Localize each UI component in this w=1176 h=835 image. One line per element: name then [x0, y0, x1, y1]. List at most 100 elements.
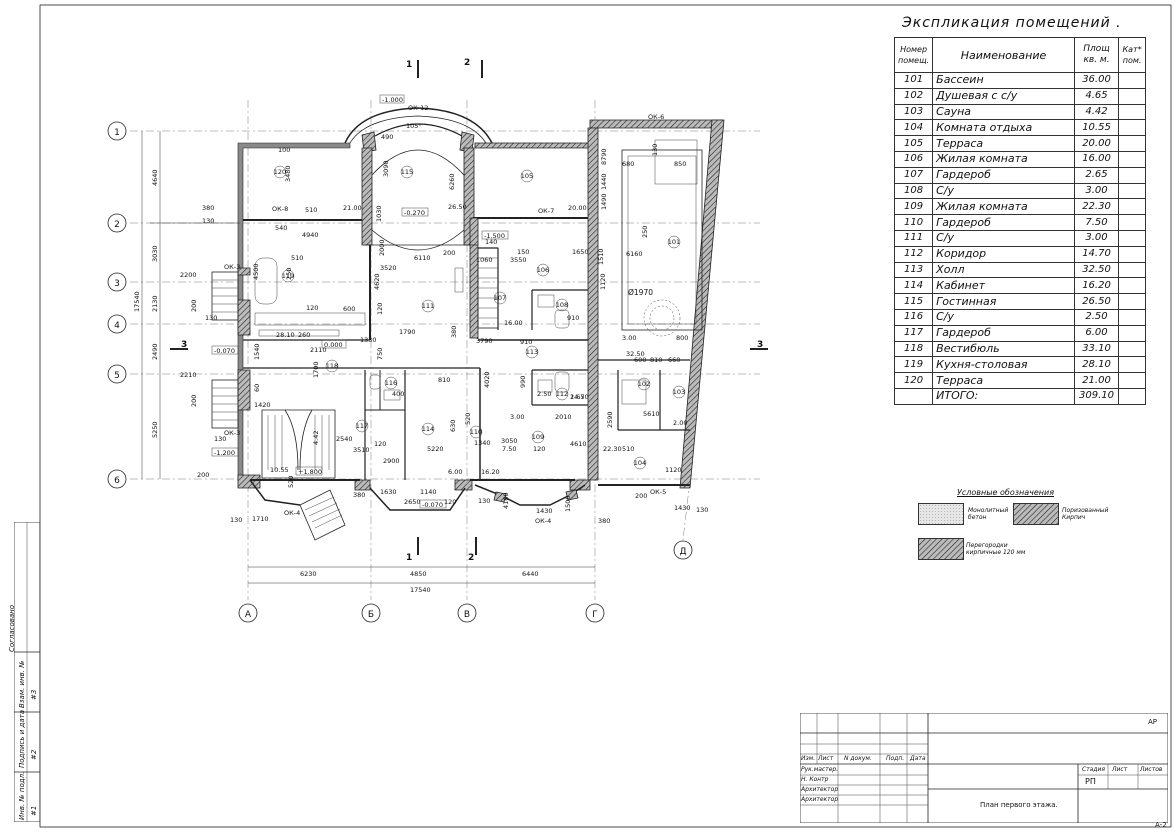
- dim-text: 540: [275, 224, 287, 232]
- window-label: ОК-7: [538, 207, 554, 215]
- dim-text: 520: [464, 413, 472, 425]
- dim-text: 6260: [448, 173, 456, 190]
- room-area: 3.00: [1073, 229, 1120, 247]
- dim-label: 5250: [151, 421, 159, 438]
- column-axis-label: Д: [679, 547, 686, 557]
- dim-text: 510: [291, 254, 303, 262]
- fixtures: [369, 267, 647, 405]
- dim-text: 3.00: [510, 413, 524, 421]
- room-area: 4.42: [1073, 103, 1120, 121]
- room-area: 2.50: [1073, 308, 1120, 326]
- room-tag: 107: [493, 291, 507, 305]
- row-axis-marker: 3: [107, 272, 127, 292]
- room-number: 116: [385, 379, 397, 387]
- row-axis-markers: 1 2 3 4 5 6: [107, 121, 127, 489]
- room-cat: [1118, 261, 1146, 279]
- dim-text: 1060: [476, 256, 493, 264]
- dim-text: 200: [443, 249, 455, 257]
- row-axis-marker: 2: [107, 213, 127, 233]
- window-label: ОК-3: [224, 429, 240, 437]
- room-area: 28.10: [1073, 356, 1120, 374]
- room-cat: [1118, 119, 1146, 137]
- header-cat: Кат* пом.: [1118, 37, 1146, 73]
- dim-text: 1650: [572, 248, 589, 256]
- room-number: 119: [282, 272, 294, 280]
- room-num: 111: [893, 229, 934, 247]
- dim-text: 4160: [502, 492, 510, 509]
- window-label: ОК-8: [272, 205, 288, 213]
- room-name: Коридор: [932, 245, 1075, 263]
- dim-text: 8790: [600, 148, 608, 165]
- legend-label: Перегородки кирпичные 120 мм: [966, 542, 1026, 556]
- room-area: 14.70: [1073, 245, 1120, 263]
- room-number: 101: [668, 238, 680, 246]
- room-name: Жилая комната: [932, 198, 1075, 216]
- dim-text: 1790: [399, 328, 416, 336]
- level-mark: -1.000: [382, 96, 403, 104]
- room-num: 110: [893, 214, 934, 231]
- dim-text: 490: [381, 133, 393, 141]
- sidebar-mark: #2: [30, 749, 38, 760]
- room-area: 6.00: [1073, 324, 1120, 342]
- room-number: 104: [634, 459, 646, 467]
- dim-text: 4940: [302, 231, 319, 239]
- dim-text: 150: [517, 248, 529, 256]
- room-num: 102: [893, 87, 934, 105]
- sidebar-mark: #1: [30, 805, 38, 816]
- column-axis-marker: В: [457, 603, 477, 623]
- level-mark: -0.070: [214, 347, 235, 355]
- dim-text: 1330: [360, 336, 377, 344]
- dim-text: 990: [519, 376, 527, 388]
- sheet-label: Лист: [1112, 766, 1128, 773]
- room-num: 119: [893, 356, 934, 374]
- dim-text: 32.50: [626, 350, 645, 358]
- row-axis-marker: 1: [107, 121, 127, 141]
- dim-text: 6110: [414, 254, 431, 262]
- room-area: 26.50: [1073, 293, 1120, 310]
- dim-text: 1140: [420, 488, 437, 496]
- dim-text: 10.55: [270, 466, 289, 474]
- dim-text: 3510: [353, 446, 370, 454]
- room-cat: [1118, 372, 1146, 389]
- room-cat: [1118, 214, 1146, 231]
- dim-text: 660: [668, 356, 680, 364]
- legend-title: Условные обозначения: [957, 488, 1055, 497]
- dim-text: 680: [622, 160, 634, 168]
- dim-text: 3090: [382, 160, 390, 177]
- dim-text: 200: [197, 471, 209, 479]
- legend-swatch-brick: [1013, 503, 1059, 525]
- room-number: 108: [556, 301, 568, 309]
- room-name: Вестибюль: [932, 340, 1075, 358]
- row-axis-marker: 6: [107, 469, 127, 489]
- dim-text: 510: [305, 206, 317, 214]
- room-tag: 104: [633, 456, 647, 470]
- dim-text: 3480: [284, 165, 292, 182]
- dim-text: 510: [622, 445, 634, 453]
- dim-text: 14.70: [570, 393, 589, 401]
- room-tags: 120 115 105 119 111 106 107 108 101 118 …: [273, 165, 686, 470]
- project-code: АР: [1148, 718, 1158, 726]
- dim-text: 850: [674, 160, 686, 168]
- room-tag: 118: [325, 359, 339, 373]
- room-name: С/у: [932, 308, 1075, 326]
- dim-text: 130: [696, 506, 708, 514]
- dim-text: 3790: [476, 337, 493, 345]
- dim-text: 3520: [380, 264, 397, 272]
- dim-text: 4610: [570, 440, 587, 448]
- sidebar-label: Подпись и дата: [18, 710, 26, 768]
- dim-text: 5610: [643, 410, 660, 418]
- level-mark: -1.500: [484, 232, 505, 240]
- dim-label: 17540: [133, 291, 141, 312]
- dim-text: 3.00: [622, 334, 636, 342]
- col-sheet: Лист: [818, 755, 834, 762]
- room-num: 107: [893, 166, 934, 184]
- dim-label: 2130: [151, 295, 159, 312]
- room-name: Гостинная: [932, 293, 1075, 310]
